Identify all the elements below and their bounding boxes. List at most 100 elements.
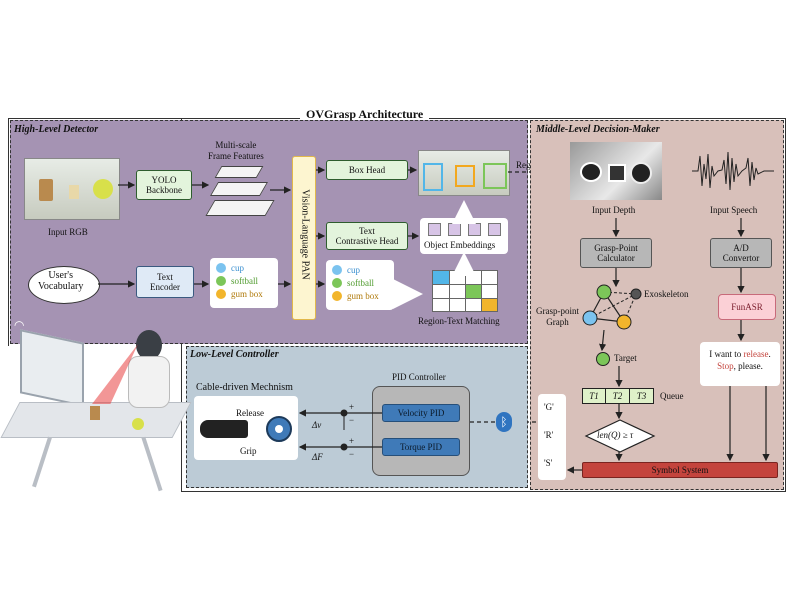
speech-text-1: I want to <box>709 349 744 359</box>
target-label: Target <box>614 353 637 363</box>
condition-diamond <box>584 419 656 453</box>
box-head: Box Head <box>326 160 408 180</box>
high-level-title: High-Level Detector <box>14 124 99 135</box>
queue-label: Queue <box>660 391 684 401</box>
symbol-g: 'G' <box>544 402 554 412</box>
velocity-plus: + <box>349 402 355 412</box>
glove-icon <box>200 420 248 438</box>
text-encoder-label: Text Encoder <box>150 272 180 292</box>
softball-dot-2 <box>332 277 342 288</box>
cup-dot-2 <box>332 264 342 275</box>
text-encoder-box: Text Encoder <box>136 266 194 298</box>
grasp-point-calculator-label: Grasp-Point Calculator <box>594 243 638 263</box>
softball-dot <box>216 275 226 286</box>
person-body <box>128 356 170 408</box>
speech-text-2: . <box>768 349 771 359</box>
delta-v-label: Δv <box>312 420 322 430</box>
pulley-icon <box>266 416 292 442</box>
ad-convertor: A/D Convertor <box>710 238 772 268</box>
funasr-label: FunASR <box>731 302 763 312</box>
symbol-system-label: Symbol System <box>651 465 709 475</box>
condition-label: len(Q) ≥ τ <box>597 430 634 440</box>
person-head <box>136 330 162 360</box>
input-rgb-image <box>24 158 120 220</box>
gum-box-label: gum box <box>231 288 263 299</box>
velocity-pid-label: Velocity PID <box>397 408 445 418</box>
grasp-point-calculator: Grasp-Point Calculator <box>580 238 652 268</box>
low-level-title: Low-Level Controller <box>190 349 279 360</box>
pid-controller-box <box>372 386 470 476</box>
bluetooth-icon: ᛒ <box>496 412 512 432</box>
softball-object <box>132 418 144 430</box>
symbol-list: 'G' 'R' 'S' <box>538 394 566 480</box>
vocabulary-cloud <box>28 266 100 304</box>
gum-box-label-2: gum box <box>347 290 379 301</box>
input-rgb-label: Input RGB <box>48 227 88 237</box>
ad-convertor-label: A/D Convertor <box>722 243 760 263</box>
region-text-grid <box>432 270 498 312</box>
pid-controller-label: PID Controller <box>392 372 446 382</box>
middle-level-title: Middle-Level Decision-Maker <box>536 124 660 135</box>
velocity-minus: − <box>349 415 355 425</box>
exoskeleton-label: Exoskeleton <box>644 289 689 299</box>
symbol-r: 'R' <box>544 430 554 440</box>
multiscale-label: Multi-scale Frame Features <box>208 140 264 161</box>
gum-box-dot-2 <box>332 290 342 301</box>
vocab-list-left: cup softball gum box <box>210 258 278 308</box>
yolo-backbone-label: YOLO Backbone <box>146 175 182 195</box>
cup-label-2: cup <box>347 264 360 275</box>
input-speech-label: Input Speech <box>710 205 758 215</box>
input-depth-image <box>570 142 662 200</box>
speech-text-3: , please. <box>733 361 763 371</box>
cup-dot <box>216 262 226 273</box>
object-embeddings-card: Object Embeddings <box>420 218 508 254</box>
queue-cell-1: T1 <box>582 388 606 404</box>
speech-transcript-card: I want to release. Stop, please. <box>700 342 780 386</box>
text-contrastive-head: Text Contrastive Head <box>326 222 408 250</box>
velocity-pid-box: Velocity PID <box>382 404 460 422</box>
queue-boxes: T1 T2 T3 <box>582 388 656 404</box>
input-depth-label: Input Depth <box>592 205 636 215</box>
queue-cell-2: T2 <box>606 388 630 404</box>
monitor <box>20 329 84 407</box>
symbol-system-bar: Symbol System <box>582 462 778 478</box>
mechanism-label: Cable-driven Mechnism <box>196 382 293 393</box>
mechanism-card: Release Grip <box>194 396 298 460</box>
vocabulary-label: User's Vocabulary <box>38 270 84 292</box>
detection-output-image <box>418 150 510 196</box>
softball-label-2: softball <box>347 277 374 288</box>
region-text-label: Region-Text Matching <box>418 316 500 326</box>
vocab-list-right: cup softball gum box <box>326 260 394 310</box>
release-label: Release <box>236 408 264 418</box>
delta-f-label: ΔF <box>312 452 323 462</box>
vision-language-pan: Vision-Language PAN <box>292 156 316 320</box>
speech-release-word: release <box>743 349 769 359</box>
gum-box-dot <box>216 288 226 299</box>
torque-minus: − <box>349 449 355 459</box>
torque-pid-box: Torque PID <box>382 438 460 456</box>
cup-object <box>90 406 100 420</box>
torque-pid-label: Torque PID <box>399 442 443 452</box>
object-embeddings-label: Object Embeddings <box>424 240 496 250</box>
yolo-backbone-box: YOLO Backbone <box>136 170 192 200</box>
left-frame <box>8 118 184 346</box>
symbol-s: 'S' <box>544 458 553 468</box>
cup-label: cup <box>231 262 244 273</box>
text-contrastive-head-label: Text Contrastive Head <box>335 226 399 246</box>
torque-plus: + <box>349 436 355 446</box>
architecture-title: OVGrasp Architecture <box>300 108 430 120</box>
softball-label: softball <box>231 275 258 286</box>
funasr-box: FunASR <box>718 294 776 320</box>
target-dot <box>596 352 610 366</box>
speech-waveform <box>692 151 774 191</box>
wifi-icon: ◠ <box>14 318 25 332</box>
grasp-point-graph <box>582 284 642 330</box>
speech-stop-word: Stop <box>717 361 734 371</box>
queue-cell-3: T3 <box>630 388 654 404</box>
grasp-graph-label: Grasp-point Graph <box>536 306 579 327</box>
box-head-label: Box Head <box>348 165 386 175</box>
grip-label: Grip <box>240 446 257 456</box>
